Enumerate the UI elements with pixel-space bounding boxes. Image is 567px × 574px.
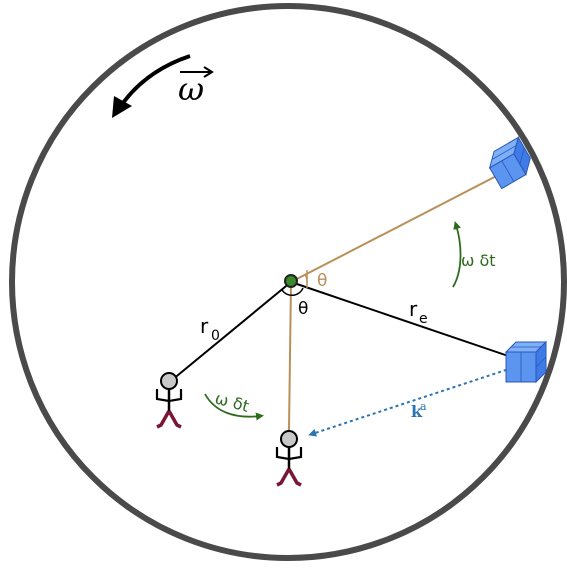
re-letter: r: [409, 297, 418, 321]
omega-symbol: ω: [178, 70, 204, 108]
omega-dt-right-label: ω δt: [461, 251, 496, 270]
center-pivot: [284, 274, 298, 288]
re-subscript: e: [419, 311, 428, 327]
stick-figure-left-icon: [155, 372, 183, 429]
k-vector-arrow: k a: [308, 365, 519, 437]
re-label: r e: [409, 297, 428, 327]
r0-label: r 0: [200, 314, 220, 344]
omega-dt-left-arrow: ω δt: [204, 389, 264, 421]
k-superscript: a: [420, 400, 427, 413]
k-label: k: [411, 402, 423, 421]
tan-line-to-top-cube: [290, 167, 513, 283]
rotating-disk: [9, 3, 567, 561]
top-cube-icon: [488, 136, 531, 190]
theta-top-label: θ: [317, 271, 327, 291]
theta-center-label: θ: [298, 299, 308, 319]
rotation-arrow-icon: [112, 54, 191, 118]
angle-arc-center: [281, 287, 304, 297]
omega-dt-left-label: ω δt: [213, 389, 251, 416]
tan-line-to-observer: [288, 281, 292, 431]
omega-dt-right-arrow: ω δt: [452, 221, 496, 288]
r0-subscript: 0: [211, 328, 220, 344]
stick-figure-center-icon: [275, 430, 303, 487]
right-cube-icon: [504, 340, 548, 384]
omega-vector-label: ω: [178, 66, 214, 108]
r0-letter: r: [200, 314, 209, 338]
radius-r0-line: [171, 281, 292, 381]
radius-re-line: [290, 281, 521, 361]
